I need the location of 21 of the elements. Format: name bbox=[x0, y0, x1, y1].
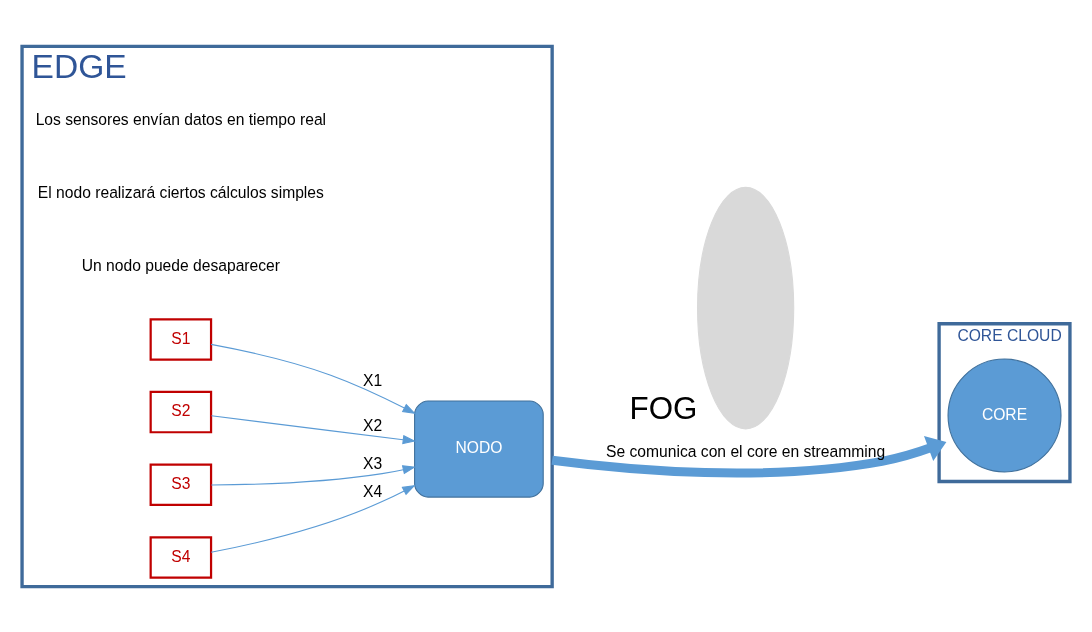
node-circle: CORE bbox=[947, 357, 1062, 472]
node-label: FOG bbox=[629, 390, 698, 426]
arrow bbox=[551, 435, 947, 477]
label: Los sensores envían datos en tiempo real bbox=[35, 110, 327, 128]
node-cloud bbox=[697, 186, 795, 429]
edge-label: X2 bbox=[363, 416, 383, 434]
node-box: S3 bbox=[149, 463, 213, 506]
node-box: NODO bbox=[414, 399, 544, 498]
edge-label: Se comunica con el core en streamming bbox=[606, 442, 886, 460]
edge-label: X3 bbox=[363, 454, 383, 472]
label: El nodo realizará ciertos cálculos simples bbox=[37, 183, 324, 201]
label: Un nodo puede desaparecer bbox=[81, 256, 280, 274]
arrow bbox=[210, 484, 416, 553]
edge-label: X1 bbox=[363, 371, 383, 388]
node-box: S1 bbox=[149, 317, 213, 361]
node-box: S4 bbox=[149, 535, 213, 579]
arrow bbox=[210, 414, 417, 444]
arrow bbox=[210, 343, 416, 414]
edge-label: X4 bbox=[363, 482, 383, 500]
arrow bbox=[210, 464, 416, 486]
node-box: S2 bbox=[149, 390, 213, 433]
